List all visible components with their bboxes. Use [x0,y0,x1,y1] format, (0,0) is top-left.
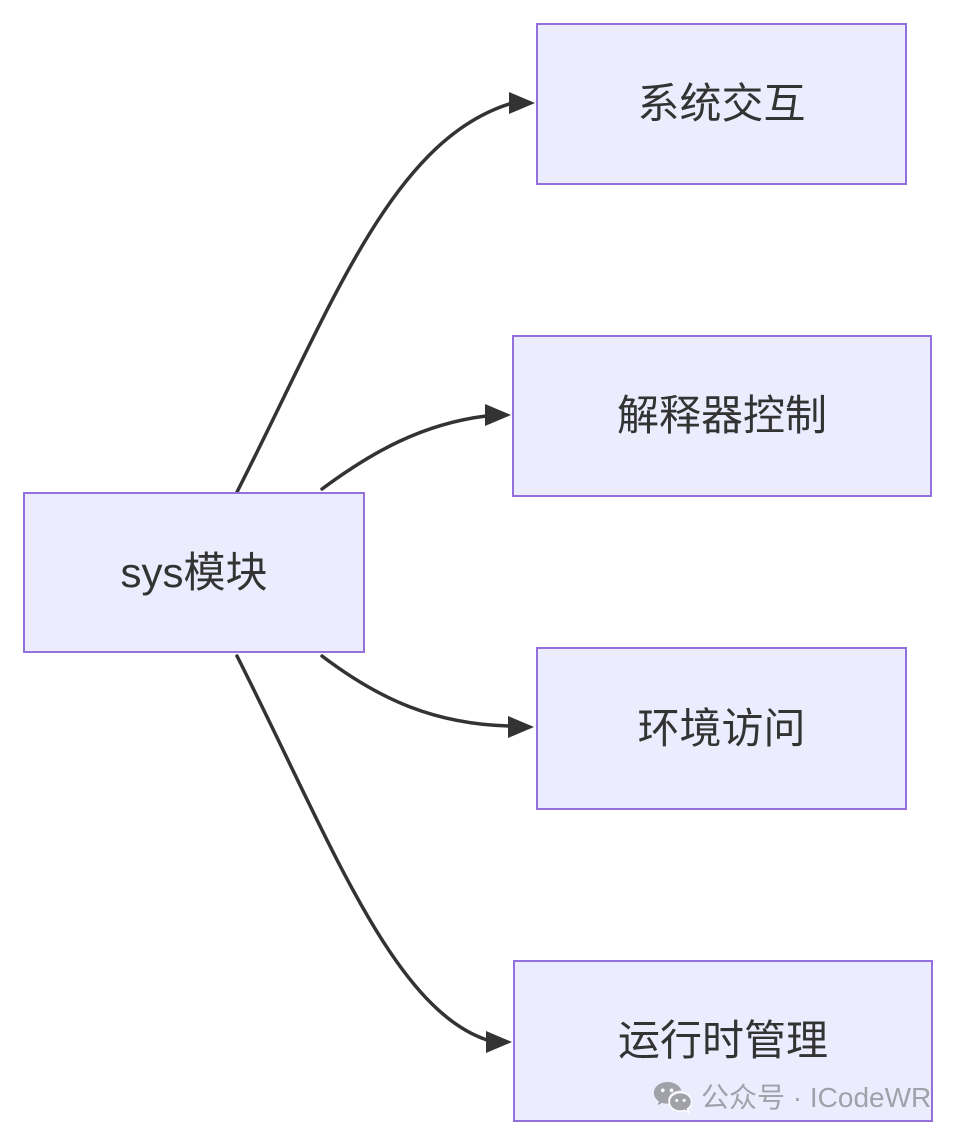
node-interpreter-control-label: 解释器控制 [616,392,827,439]
watermark: 公众号 · ICodeWR [653,1081,931,1114]
node-sys-module: sys模块 [23,492,365,653]
node-runtime-management: 运行时管理 [513,960,933,1122]
wechat-icon [653,1081,692,1114]
node-system-interaction-label: 系统交互 [637,80,806,127]
edge-sys-to-interpreter-control [320,414,488,491]
edge-sys-to-runtime-management [235,654,489,1042]
node-environment-access: 环境访问 [536,647,907,810]
node-runtime-management-label: 运行时管理 [617,1017,828,1064]
arrowhead-environment-access [508,716,534,738]
node-system-interaction: 系统交互 [536,23,907,185]
watermark-text: 公众号 · ICodeWR [701,1081,932,1113]
edge-sys-to-system-interaction [235,102,511,494]
node-environment-access-label: 环境访问 [637,704,806,752]
arrowhead-interpreter-control [485,404,511,426]
arrowhead-runtime-management [486,1031,512,1053]
edge-sys-to-environment-access [320,654,511,728]
node-interpreter-control: 解释器控制 [512,335,932,497]
node-sys-module-label: sys模块 [120,548,268,596]
arrowhead-system-interaction [509,92,535,114]
